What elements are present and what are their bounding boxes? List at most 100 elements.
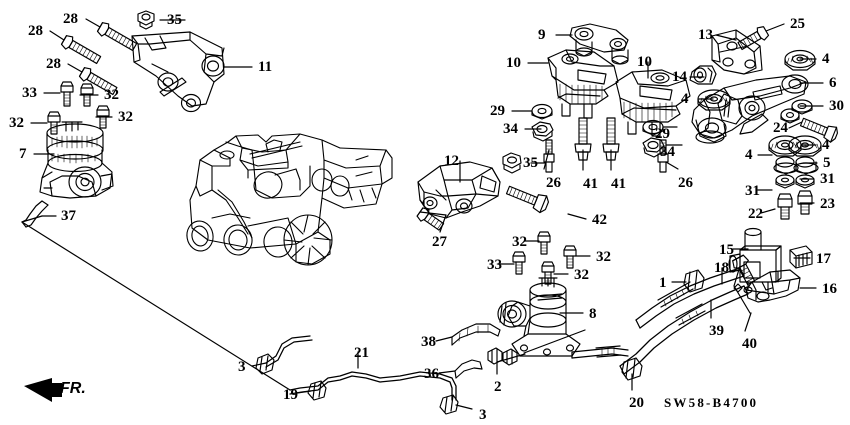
nut-35-mid	[502, 152, 522, 174]
callout-number-41[interactable]: 41	[611, 176, 626, 192]
callout-number-15[interactable]: 15	[719, 242, 734, 258]
callout-number-35[interactable]: 35	[523, 155, 538, 171]
fr-arrow	[24, 378, 62, 402]
bolts-28	[60, 22, 138, 96]
washer-29-left	[531, 103, 553, 120]
diagram-code: SW58-B4700	[664, 395, 759, 410]
callout-number-28[interactable]: 28	[46, 56, 61, 72]
callout-number-23[interactable]: 23	[820, 196, 835, 212]
callout-number-1[interactable]: 1	[659, 275, 667, 291]
callout-number-14[interactable]: 14	[672, 69, 687, 85]
callout-number-32[interactable]: 32	[104, 87, 119, 103]
part-16-bracket	[745, 269, 801, 303]
callout-number-35[interactable]: 35	[167, 12, 182, 28]
callout-number-28[interactable]: 28	[63, 11, 78, 27]
callout-number-31[interactable]: 31	[745, 183, 760, 199]
callout-number-16[interactable]: 16	[822, 281, 837, 297]
callout-number-12[interactable]: 12	[444, 153, 459, 169]
callout-number-3[interactable]: 3	[479, 407, 487, 423]
callout-number-39[interactable]: 39	[709, 323, 724, 339]
callout-number-32[interactable]: 32	[512, 234, 527, 250]
callout-number-41[interactable]: 41	[583, 176, 598, 192]
callout-number-25[interactable]: 25	[790, 16, 805, 32]
callout-number-32[interactable]: 32	[9, 115, 24, 131]
callout-number-33[interactable]: 33	[487, 257, 502, 273]
callout-number-4[interactable]: 4	[745, 147, 753, 163]
hoses-39-18	[619, 267, 749, 375]
callout-number-29[interactable]: 29	[655, 126, 670, 142]
callout-number-33[interactable]: 33	[22, 85, 37, 101]
stack-4-5-31-23	[791, 99, 813, 146]
callout-number-6[interactable]: 6	[829, 75, 837, 91]
clip-3-upper	[255, 353, 275, 375]
hose-38	[451, 323, 501, 346]
callout-number-22[interactable]: 22	[748, 206, 763, 222]
stud-26-left	[543, 139, 555, 173]
callout-number-36[interactable]: 36	[424, 366, 439, 382]
callout-number-5[interactable]: 5	[823, 155, 831, 171]
callout-number-42[interactable]: 42	[592, 212, 607, 228]
right-column-items	[788, 135, 822, 215]
clip-1	[683, 269, 705, 293]
bolt-42	[505, 185, 550, 214]
callout-number-32[interactable]: 32	[596, 249, 611, 265]
nut-35-top	[137, 10, 155, 30]
stud-26-right	[657, 139, 669, 173]
callout-number-4[interactable]: 4	[681, 91, 689, 107]
callout-number-32[interactable]: 32	[574, 267, 589, 283]
stack-left-4-5-31-22	[768, 135, 802, 220]
callout-number-10[interactable]: 10	[637, 54, 652, 70]
callout-number-30[interactable]: 30	[829, 98, 844, 114]
leader-lines	[21, 18, 824, 410]
callout-number-20[interactable]: 20	[629, 395, 644, 411]
washer-29-right	[642, 119, 664, 136]
bolt-25	[737, 26, 770, 51]
part-11-bracket	[131, 31, 225, 113]
bolt-40	[732, 254, 756, 286]
callout-number-37[interactable]: 37	[61, 208, 76, 224]
callout-number-18[interactable]: 18	[714, 260, 729, 276]
part-7-mount	[39, 121, 114, 199]
washer-30	[780, 108, 800, 124]
callout-number-10[interactable]: 10	[506, 55, 521, 71]
callout-number-40[interactable]: 40	[742, 336, 757, 352]
callout-number-7[interactable]: 7	[19, 146, 27, 162]
callout-number-27[interactable]: 27	[432, 234, 447, 250]
clip-20	[621, 357, 643, 381]
callout-number-34[interactable]: 34	[503, 121, 518, 137]
callout-number-4[interactable]: 4	[822, 137, 830, 153]
part-37-hose	[21, 200, 49, 228]
orientation-label: FR.	[60, 380, 86, 397]
callout-number-24[interactable]: 24	[773, 120, 788, 136]
clip-3-lower	[439, 394, 459, 415]
callout-number-26[interactable]: 26	[546, 175, 561, 191]
clamps-2	[487, 347, 518, 366]
callout-number-9[interactable]: 9	[538, 27, 546, 43]
bolt-27	[416, 207, 445, 231]
hose-mid-right	[571, 345, 629, 359]
callout-number-2[interactable]: 2	[494, 379, 502, 395]
callout-number-8[interactable]: 8	[589, 306, 597, 322]
nut-34-left	[531, 121, 554, 142]
callout-number-19[interactable]: 19	[283, 387, 298, 403]
callout-number-29[interactable]: 29	[490, 103, 505, 119]
callout-number-3[interactable]: 3	[238, 359, 246, 375]
bolt-24	[799, 117, 839, 143]
callout-number-31[interactable]: 31	[820, 171, 835, 187]
callout-number-28[interactable]: 28	[28, 23, 43, 39]
callout-number-4[interactable]: 4	[822, 51, 830, 67]
callout-number-34[interactable]: 34	[660, 144, 675, 160]
part-8-mount	[497, 277, 581, 357]
callout-number-32[interactable]: 32	[118, 109, 133, 125]
callout-number-26[interactable]: 26	[678, 175, 693, 191]
callout-number-17[interactable]: 17	[816, 251, 831, 267]
engine-block	[186, 133, 393, 266]
callout-number-21[interactable]: 21	[354, 345, 369, 361]
callout-number-13[interactable]: 13	[698, 27, 713, 43]
hose-36	[454, 359, 483, 379]
bolts-41	[574, 117, 620, 161]
callout-number-11[interactable]: 11	[258, 59, 273, 75]
callout-number-38[interactable]: 38	[421, 334, 436, 350]
part-10-mount-right	[615, 69, 691, 137]
